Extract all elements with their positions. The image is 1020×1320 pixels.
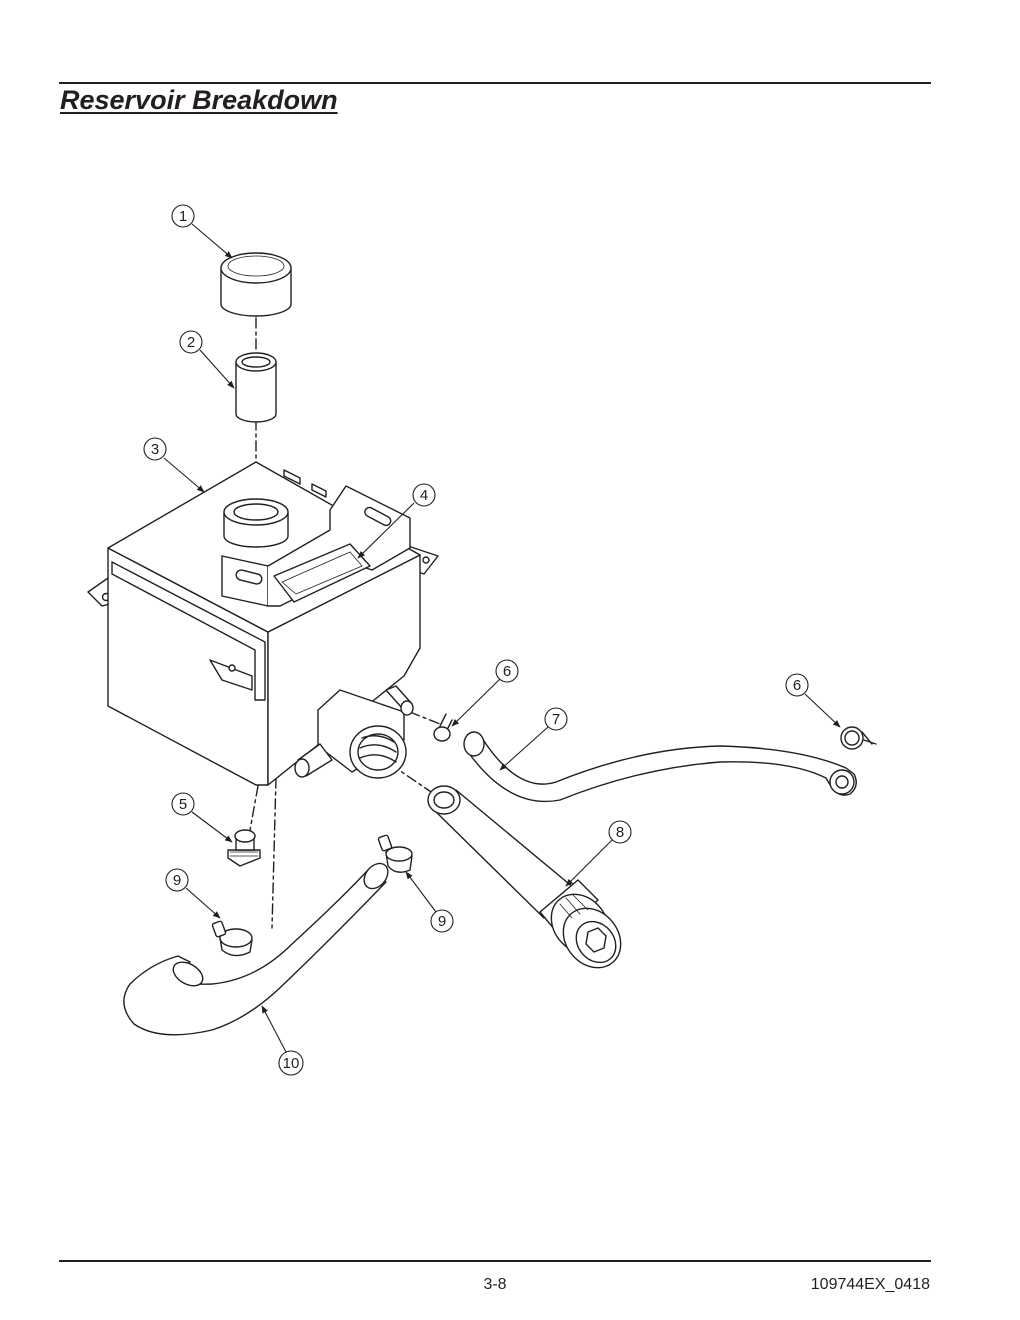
callout-balloon: 2: [179, 330, 203, 354]
callout-label: 7: [552, 711, 560, 728]
callout-balloon: 6: [495, 659, 519, 683]
callout-balloon: 3: [143, 437, 167, 461]
callout-balloon: 9: [430, 909, 454, 933]
part-return-hose: [463, 731, 857, 803]
part-mounting-bracket: [221, 485, 411, 607]
part-hose-clamp-small: [433, 713, 453, 742]
callout-label: 4: [420, 487, 428, 504]
page-number: 3-8: [483, 1276, 507, 1293]
footer-rule: [59, 1260, 931, 1262]
callout-label: 3: [151, 441, 159, 458]
callout-label: 2: [187, 334, 195, 351]
callout-label: 6: [503, 663, 511, 680]
callout-label: 8: [616, 824, 624, 841]
callout-balloon: 1: [171, 204, 195, 228]
part-filter-element: [427, 785, 622, 969]
header-rule: [59, 82, 931, 84]
part-hose-clamp-small-2: [840, 726, 877, 750]
callout-label: 5: [179, 796, 187, 813]
callouts: 1 2 3 4 6 7 6 5: [143, 204, 809, 1076]
callout-label: 1: [179, 208, 187, 225]
callout-label: 9: [438, 913, 446, 930]
callout-balloon: 4: [412, 483, 436, 507]
callout-label: 6: [793, 677, 801, 694]
page-title: Reservoir Breakdown: [60, 85, 338, 115]
callout-label: 10: [283, 1055, 300, 1072]
part-cap: [220, 252, 292, 317]
part-hose-clamp-2: [211, 920, 253, 957]
callout-balloon: 5: [171, 792, 195, 816]
callout-balloon: 10: [278, 1050, 304, 1076]
leader-arrows: [163, 223, 841, 1053]
callout-balloon: 8: [608, 820, 632, 844]
part-drain-plug: [227, 829, 261, 867]
callout-label: 9: [173, 872, 181, 889]
callout-balloon: 6: [785, 673, 809, 697]
part-reservoir-tank: [87, 461, 439, 786]
part-hose-clamp: [377, 834, 413, 873]
document-code: 109744EX_0418: [810, 1276, 930, 1293]
callout-balloon: 9: [165, 868, 189, 892]
callout-balloon: 7: [544, 707, 568, 731]
part-filler-sleeve: [235, 352, 277, 423]
part-supply-hose: [123, 862, 389, 1036]
